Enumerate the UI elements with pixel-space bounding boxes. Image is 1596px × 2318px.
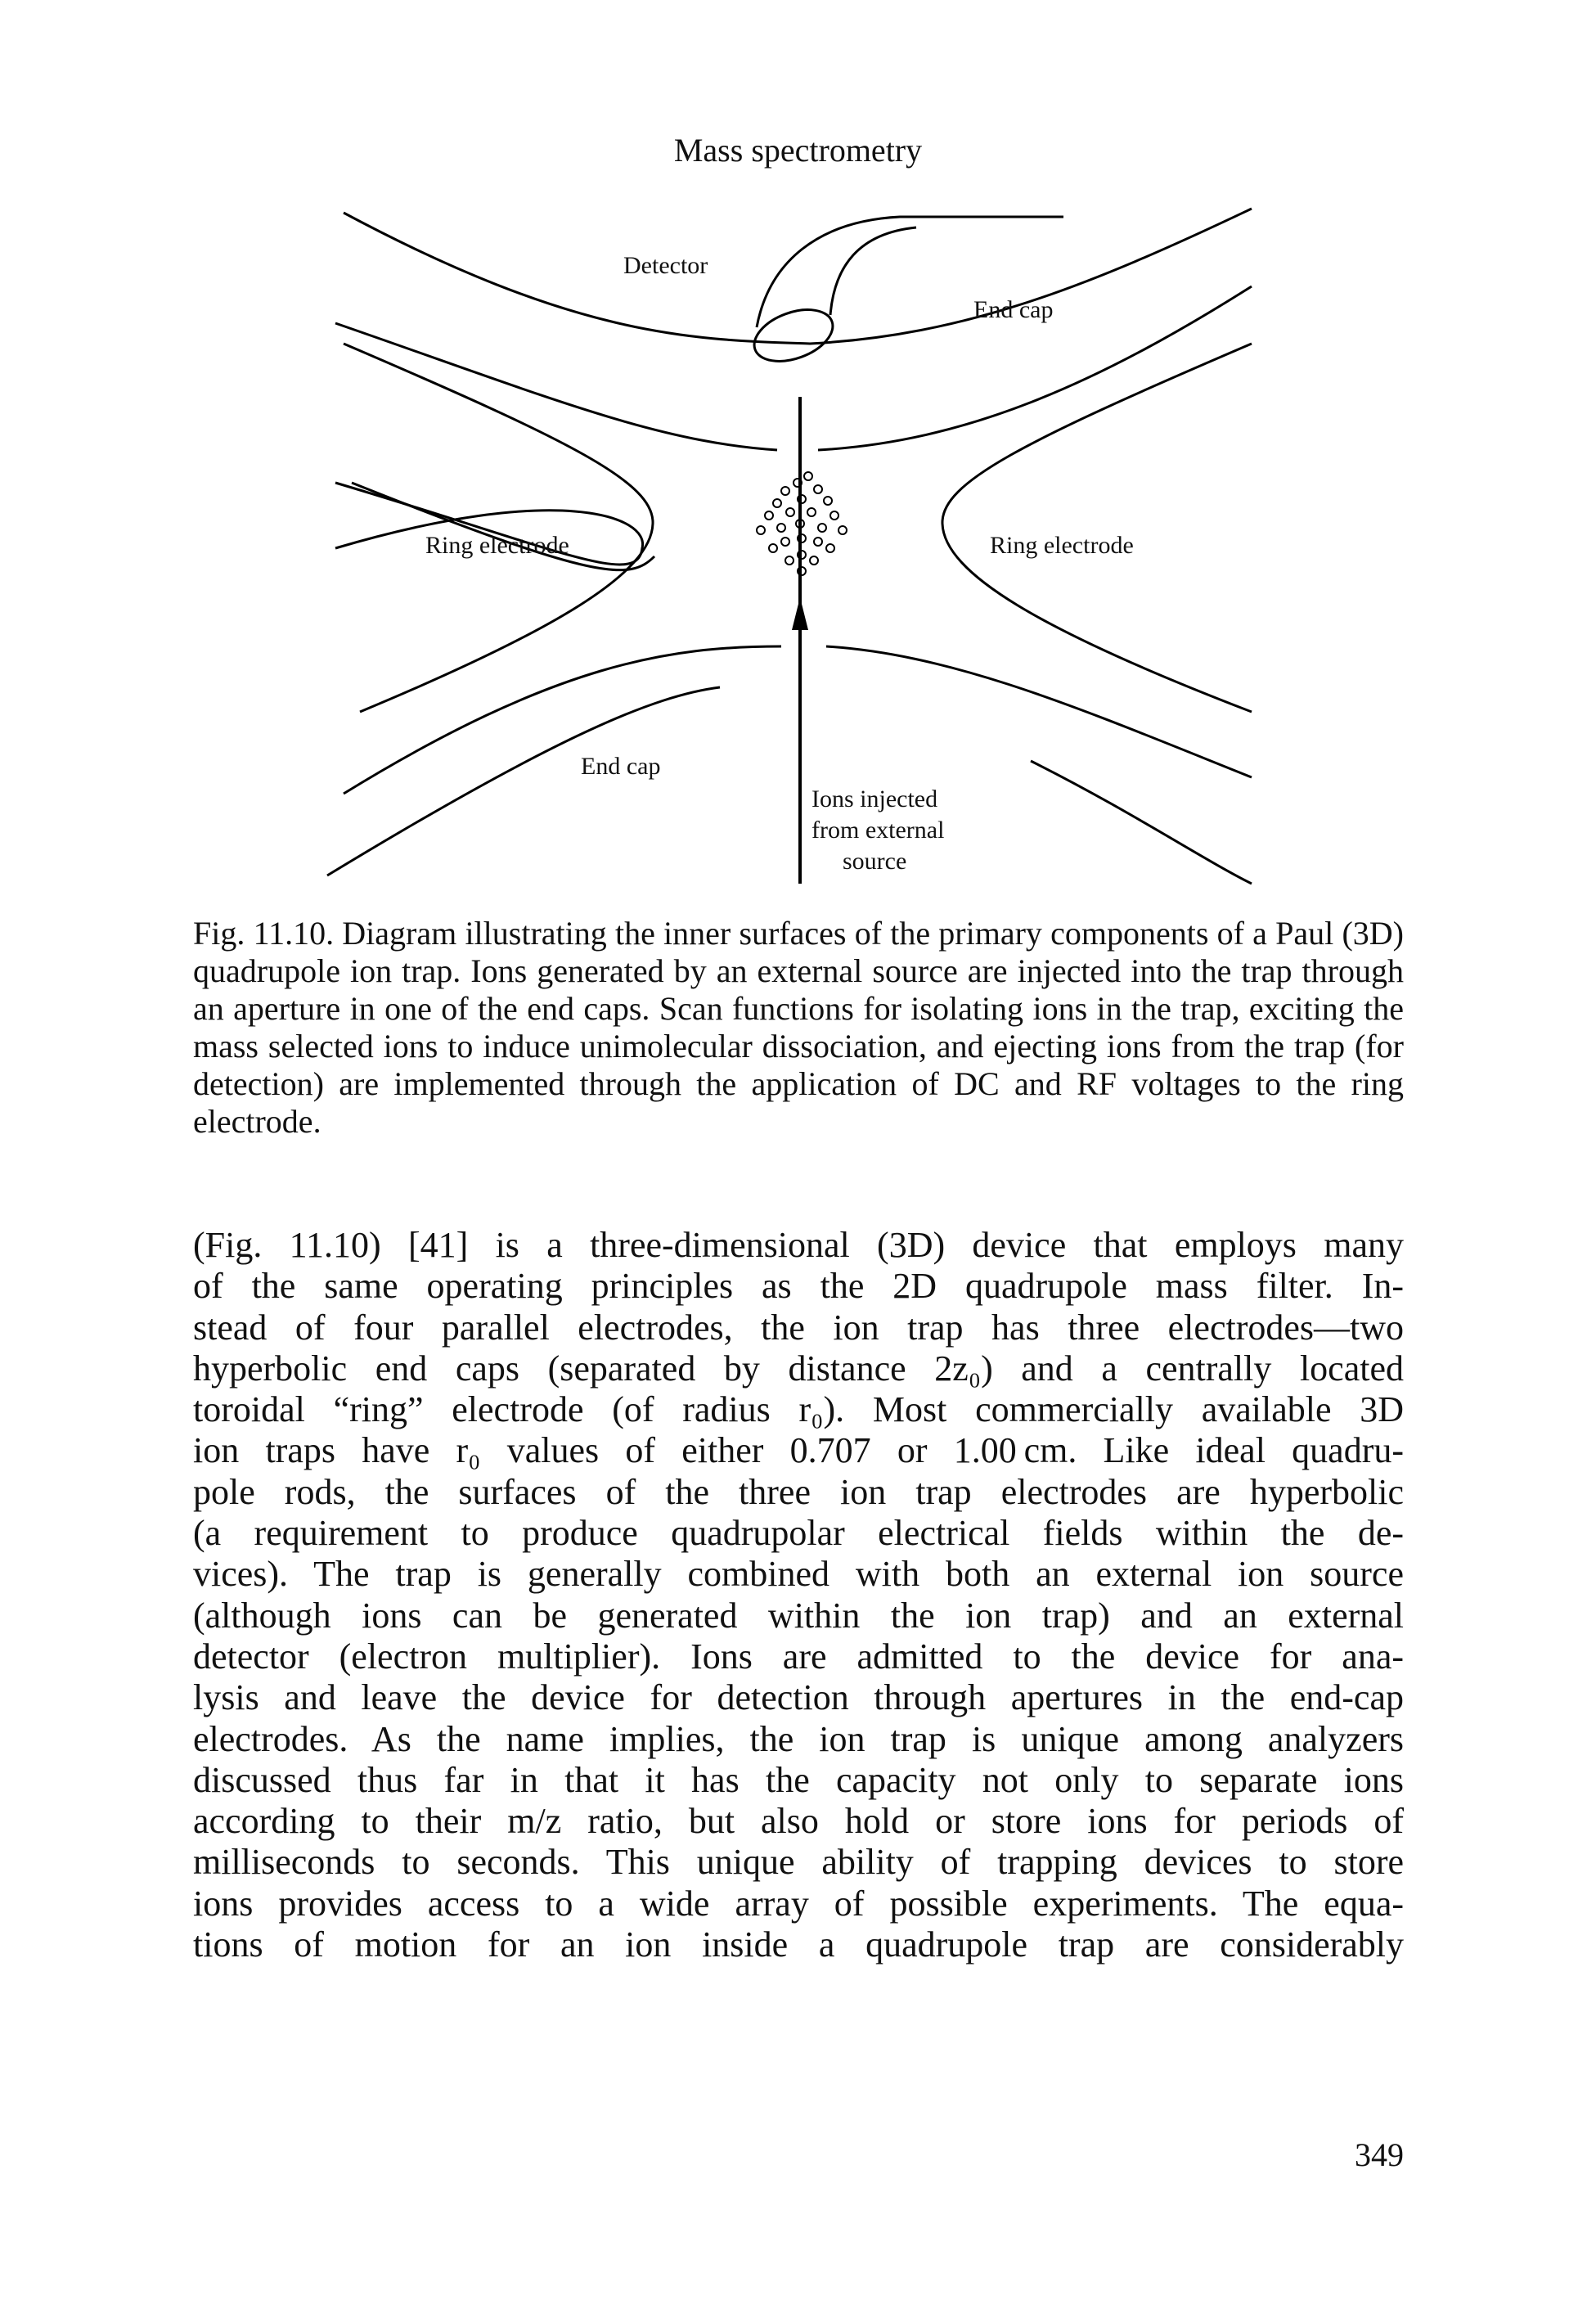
body-line: (although ions can be generated within t… — [193, 1595, 1404, 1636]
body-line: according to their m/z ratio, but also h… — [193, 1801, 1404, 1842]
page-number: 349 — [1355, 2136, 1404, 2173]
ion-trap-diagram — [326, 207, 1252, 885]
body-line: toroidal “ring” electrode (of radius r₀)… — [193, 1389, 1404, 1430]
body-line: hyperbolic end caps (separated by distan… — [193, 1348, 1404, 1389]
ions-label-line3: source — [843, 848, 907, 875]
body-line: electrodes. As the name implies, the ion… — [193, 1718, 1404, 1759]
body-line: tions of motion for an ion inside a quad… — [193, 1924, 1404, 1965]
body-text: (Fig. 11.10) [41] is a three-dimensional… — [193, 1225, 1404, 1965]
body-line: discussed thus far in that it has the ca… — [193, 1759, 1404, 1800]
left-ring-electrode — [351, 481, 656, 572]
end-cap-bottom-label: End cap — [581, 753, 661, 780]
left-ring-electrode-surface — [335, 481, 645, 566]
left-ring-electrode-curve — [343, 342, 654, 713]
detector-label: Detector — [623, 252, 708, 279]
ion-trap-figure: Detector End cap Ring electrode Ring ele… — [311, 188, 1293, 908]
figure-caption: Fig. 11.10. Diagram illustrating the inn… — [193, 915, 1404, 1140]
right-ring-electrode-curve — [941, 342, 1252, 713]
injection-arrow — [792, 397, 808, 884]
arrow-head-icon — [792, 597, 808, 630]
end-cap-top-label: End cap — [973, 296, 1054, 323]
body-line: lysis and leave the device for detection… — [193, 1677, 1404, 1718]
body-line: detector (electron multiplier). Ions are… — [193, 1636, 1404, 1677]
body-line: stead of four parallel electrodes, the i… — [193, 1307, 1404, 1348]
body-line: of the same operating principles as the … — [193, 1266, 1404, 1307]
ring-electrodes — [343, 342, 1252, 713]
body-line: milliseconds to seconds. This unique abi… — [193, 1842, 1404, 1883]
bottom-end-cap-outer-surface — [326, 686, 721, 877]
ions-label-line1: Ions injected — [811, 785, 938, 812]
ring-electrode-left-label: Ring electrode — [425, 532, 569, 559]
body-line: (Fig. 11.10) [41] is a three-dimensional… — [193, 1225, 1404, 1265]
ion-cloud — [756, 471, 847, 576]
ring-electrode-right-label: Ring electrode — [990, 532, 1134, 559]
top-end-cap-inner-surface — [335, 285, 1252, 452]
body-line: pole rods, the surfaces of the three ion… — [193, 1471, 1404, 1512]
body-line: (a requirement to produce quadrupolar el… — [193, 1513, 1404, 1554]
body-line: ion traps have r₀ values of either 0.707… — [193, 1430, 1404, 1471]
running-head: Mass spectrometry — [673, 132, 923, 169]
bottom-end-cap-inner-surface — [343, 645, 1252, 795]
ions-label-line2: from external — [811, 817, 945, 844]
body-line: vices). The trap is generally combined w… — [193, 1554, 1404, 1595]
top-end-cap-outer-surface — [343, 207, 1252, 345]
detector-icon — [753, 215, 1063, 362]
body-line: ions provides access to a wide array of … — [193, 1883, 1404, 1924]
right-lower-surface — [1030, 759, 1252, 885]
